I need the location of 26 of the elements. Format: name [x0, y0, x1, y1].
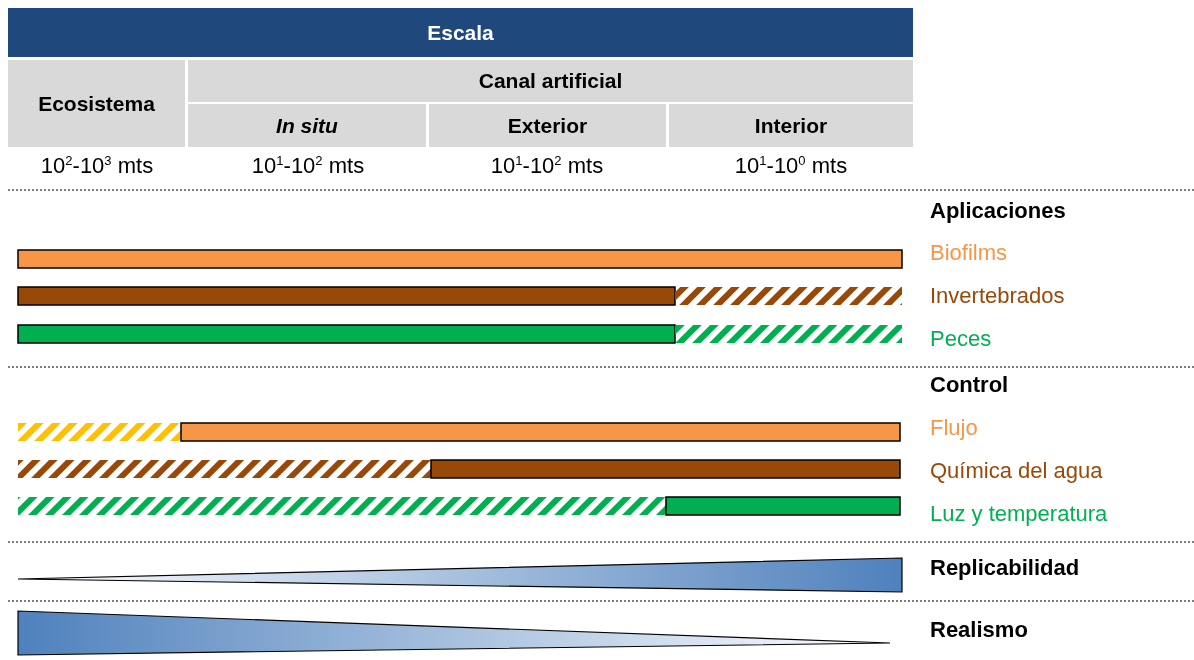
header-text: In situ: [276, 113, 338, 138]
header-text: Ecosistema: [38, 91, 155, 116]
scale-value: 10$^{2}$-10$^{3}$ mts: [40, 154, 154, 178]
section-heading: Replicabilidad: [930, 557, 1080, 579]
section-heading: Control: [930, 374, 1009, 396]
row-label: Luz y temperatura: [930, 503, 1108, 525]
header-cell: [8, 60, 185, 147]
section-heading: Aplicaciones: [930, 200, 1066, 222]
header-cell: [429, 104, 666, 147]
scale-value: 10$^{1}$-10$^{0}$ mts: [734, 154, 848, 178]
row-label: Invertebrados: [930, 285, 1065, 307]
header-text: Interior: [754, 113, 828, 138]
header-text: Escala: [427, 20, 494, 45]
header-cell: [188, 104, 426, 147]
row-label: Peces: [930, 328, 992, 350]
header-text: Exterior: [507, 113, 588, 138]
header-cell: [669, 104, 913, 147]
section-heading: Realismo: [930, 619, 1028, 641]
row-label: Biofilms: [930, 242, 1007, 264]
row-label: Flujo: [930, 417, 978, 439]
header-cell: [188, 60, 913, 102]
header-band: [8, 8, 913, 57]
scale-value: 10$^{1}$-10$^{2}$ mts: [490, 154, 604, 178]
row-label: Química del agua: [930, 460, 1103, 482]
scale-value: 10$^{1}$-10$^{2}$ mts: [251, 154, 365, 178]
header-text: Canal artificial: [478, 69, 623, 93]
